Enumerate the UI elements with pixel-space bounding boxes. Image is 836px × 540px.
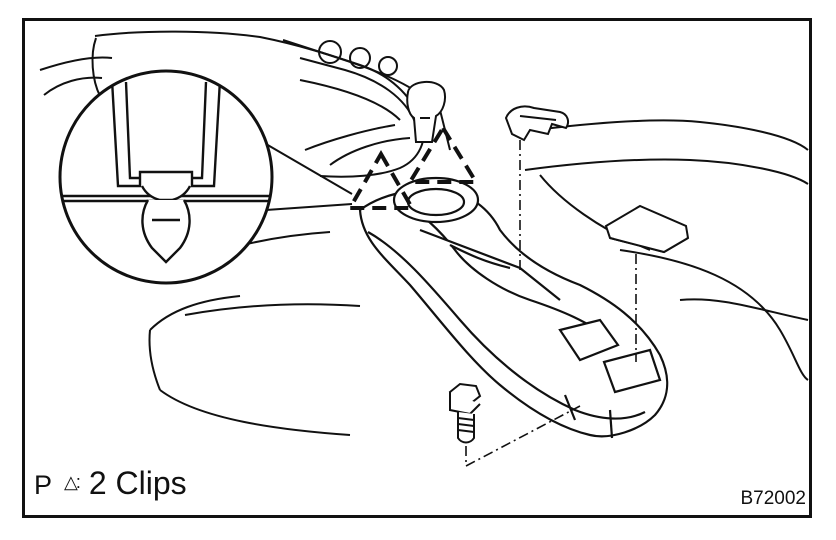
- bolt-icon: [448, 382, 482, 444]
- page-letter: P: [34, 470, 53, 500]
- bracket-clip-icon: [504, 105, 569, 142]
- clip-marker-right: [406, 124, 480, 184]
- cover-cap-icon: [604, 204, 690, 254]
- figure-legend: P △: 2 Clips: [34, 465, 187, 515]
- clip-marker-left: [346, 149, 416, 210]
- callout-lines: [265, 143, 353, 211]
- figure-code: B72002: [740, 488, 806, 509]
- clip-detail-circle: [58, 69, 274, 285]
- console-body: [358, 176, 669, 439]
- dashed-triangle-icon: △:: [64, 472, 81, 492]
- gear-lever: [406, 81, 446, 143]
- assembly-lines: [465, 140, 637, 467]
- legend-text: 2 Clips: [88, 465, 187, 501]
